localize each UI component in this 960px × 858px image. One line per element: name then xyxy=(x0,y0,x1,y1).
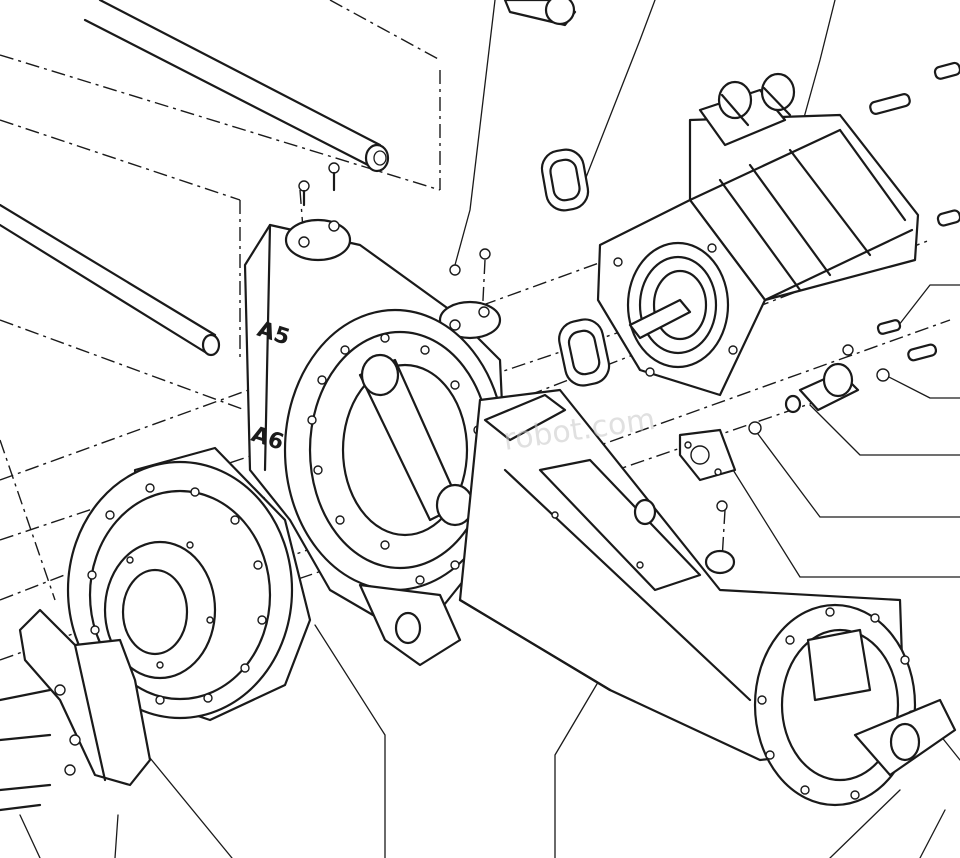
fasteners xyxy=(298,61,960,512)
rod-end-cap xyxy=(364,143,390,173)
fork-bracket xyxy=(0,608,152,812)
rod-end-cap xyxy=(201,333,221,357)
shaft-rods xyxy=(0,0,577,357)
servo-motor xyxy=(596,72,920,397)
leader-lines xyxy=(19,0,960,858)
wrist-housing xyxy=(243,218,507,667)
arm-tube xyxy=(458,388,957,807)
gaskets xyxy=(540,148,611,387)
